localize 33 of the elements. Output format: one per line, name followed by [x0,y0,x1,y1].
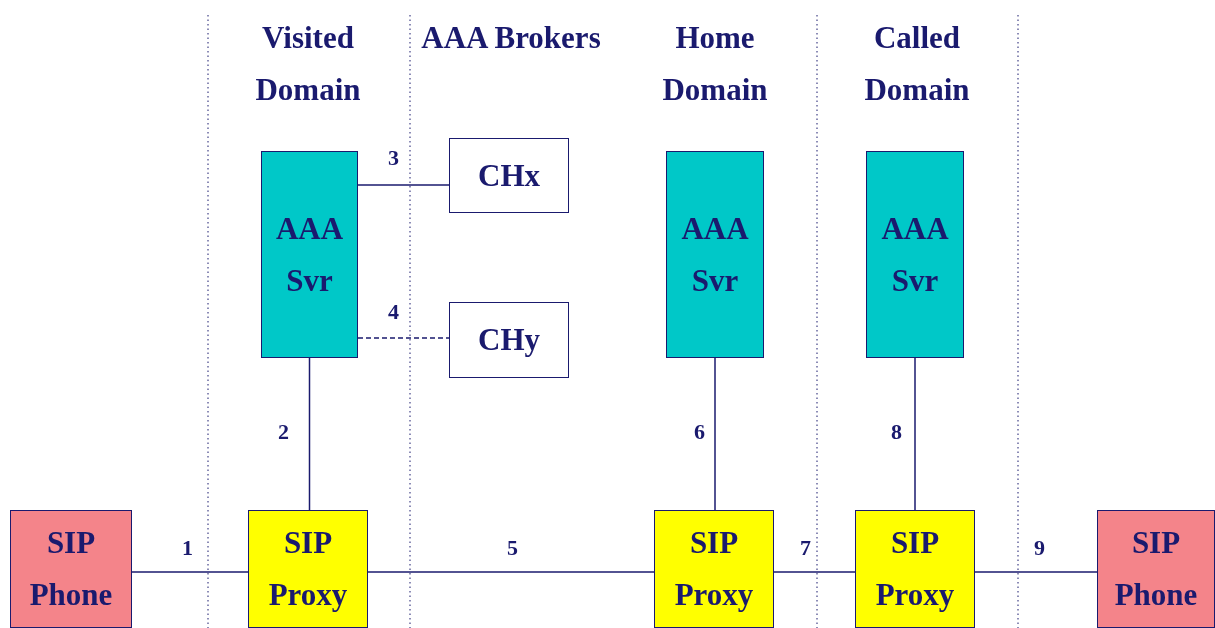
connector-line [357,337,450,339]
connector-line [974,571,1098,573]
node-label: CHy [478,321,540,359]
column-heading: Visited Domain [254,19,362,109]
connector-line [914,357,916,511]
node-label: SIP Proxy [267,524,349,614]
server-box [261,151,358,358]
clearinghouse-box [449,302,569,378]
server-box [866,151,964,358]
connector-line [773,571,856,573]
node-label: AAA Svr [880,209,950,300]
connector-line [308,357,311,511]
connector-line [367,571,655,573]
node-label: AAA Svr [274,209,345,300]
server-box [666,151,764,358]
node-label: AAA Svr [680,209,750,300]
connector-line [714,357,716,511]
node-label: SIP Phone [28,524,114,614]
column-heading: Home Domain [661,19,769,109]
proxy-box [855,510,975,628]
column-heading: AAA Brokers [421,19,601,57]
clearinghouse-box [449,138,569,213]
phone-box [1097,510,1215,628]
phone-box [10,510,132,628]
proxy-box [654,510,774,628]
proxy-box [248,510,368,628]
node-label: SIP Proxy [874,524,956,614]
node-label: SIP Proxy [673,524,755,614]
column-heading: Called Domain [863,19,971,109]
node-label: CHx [478,156,540,195]
connector-line [357,184,450,186]
connector-line [131,571,249,573]
node-label: SIP Phone [1113,524,1199,614]
